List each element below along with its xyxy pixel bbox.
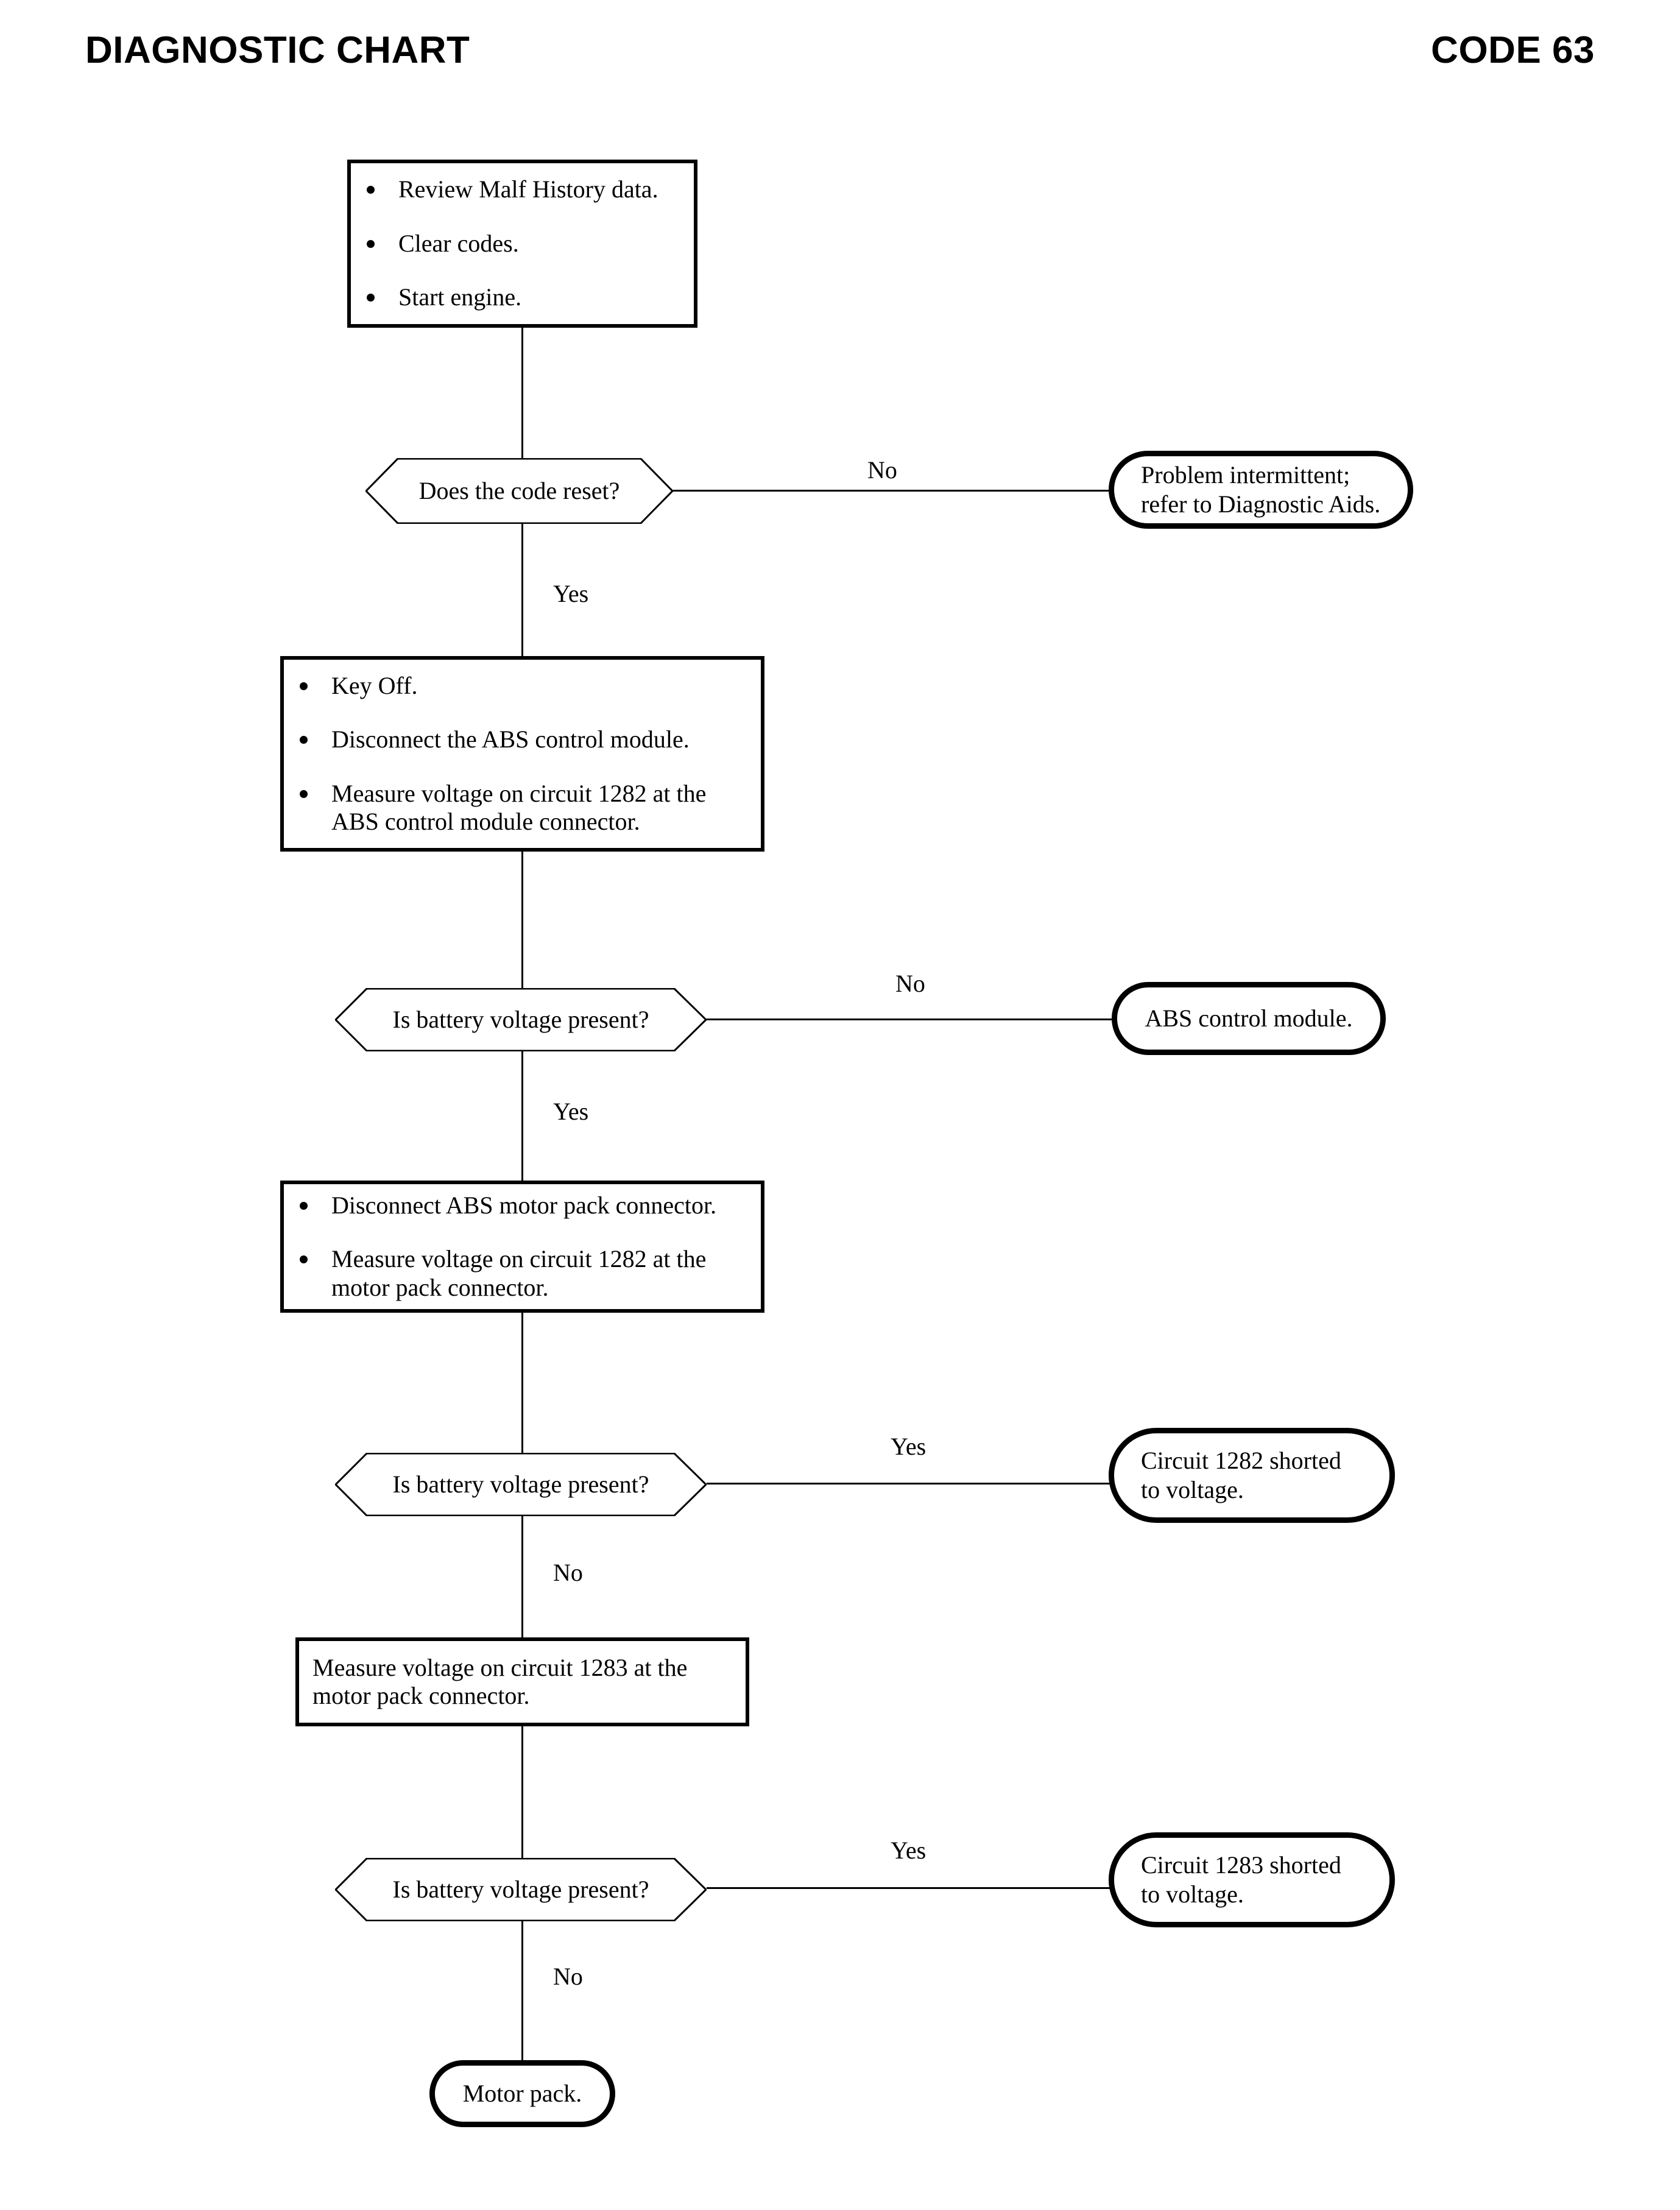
connector-step4-dec4 — [521, 1726, 523, 1858]
decision-label: Is battery voltage present? — [392, 1470, 649, 1498]
process-box-step4: Measure voltage on circuit 1283 at the m… — [295, 1637, 749, 1726]
branch-label-no-3: No — [553, 1559, 583, 1586]
branch-label-yes-2: Yes — [553, 1098, 589, 1125]
step2-list: Key Off. Disconnect the ABS control modu… — [284, 672, 761, 836]
branch-label-no-2: No — [895, 970, 925, 997]
branch-label-no-1: No — [867, 456, 897, 484]
step4-line-1: Measure voltage on circuit 1283 at the — [312, 1653, 688, 1681]
bullet-icon — [300, 789, 308, 798]
hexagon-shape — [335, 1453, 707, 1516]
decision-label: Does the code reset? — [418, 477, 620, 504]
terminator-circuit-1283-shorted: Circuit 1283 shorted to voltage. — [1109, 1832, 1395, 1927]
list-item: Start engine. — [351, 283, 694, 311]
decision-battery-voltage-2: Is battery voltage present? — [335, 1453, 707, 1516]
bullet-icon — [367, 294, 375, 302]
step3-item-2-line-2: motor pack connector. — [331, 1273, 549, 1301]
decision-battery-voltage-3: Is battery voltage present? — [335, 1858, 707, 1921]
terminator-text: Motor pack. — [463, 2079, 582, 2108]
terminator2-line-1: ABS control module. — [1145, 1004, 1353, 1032]
hexagon-shape — [335, 988, 707, 1051]
step2-item-3-line-1: Measure voltage on circuit 1282 at the — [331, 779, 707, 807]
list-item: Measure voltage on circuit 1282 at the m… — [284, 1245, 761, 1302]
bullet-icon — [300, 736, 308, 744]
bullet-icon — [367, 186, 375, 194]
terminator-problem-intermittent: Problem intermittent; refer to Diagnosti… — [1109, 451, 1413, 529]
process-box-step2: Key Off. Disconnect the ABS control modu… — [280, 656, 764, 852]
branch-label-yes-4: Yes — [891, 1837, 926, 1864]
connector-dec4-term4 — [707, 1887, 1112, 1889]
hexagon-shape — [365, 458, 673, 524]
step1-list: Review Malf History data. Clear codes. S… — [351, 175, 694, 311]
process-box-step1: Review Malf History data. Clear codes. S… — [347, 160, 697, 328]
list-item: Measure voltage on circuit 1282 at the A… — [284, 780, 761, 836]
step1-item-2: Clear codes. — [398, 229, 519, 257]
process-box-step3: Disconnect ABS motor pack connector. Mea… — [280, 1181, 764, 1313]
page-title: DIAGNOSTIC CHART — [85, 29, 470, 71]
decision-does-code-reset: Does the code reset? — [365, 458, 673, 524]
list-item: Review Malf History data. — [351, 175, 694, 203]
terminator5-line-1: Motor pack. — [462, 2080, 582, 2107]
terminator-motor-pack: Motor pack. — [429, 2060, 615, 2127]
step4-text: Measure voltage on circuit 1283 at the m… — [299, 1654, 746, 1710]
hexagon-shape — [335, 1858, 707, 1921]
connector-dec1-term1 — [673, 490, 1110, 492]
step2-item-2: Disconnect the ABS control module. — [331, 725, 690, 754]
connector-dec2-term2 — [707, 1019, 1112, 1020]
decision-battery-voltage-1: Is battery voltage present? — [335, 988, 707, 1051]
connector-dec2-step3 — [521, 1051, 523, 1181]
list-item: Clear codes. — [351, 230, 694, 258]
terminator-text: Circuit 1282 shorted to voltage. — [1114, 1446, 1360, 1505]
connector-dec4-term5 — [521, 1920, 523, 2060]
step3-item-2-line-1: Measure voltage on circuit 1282 at the — [331, 1245, 707, 1273]
terminator1-line-2: refer to Diagnostic Aids. — [1141, 490, 1381, 518]
step4-line-2: motor pack connector. — [312, 1682, 530, 1709]
terminator-text: Problem intermittent; refer to Diagnosti… — [1114, 461, 1399, 519]
connector-step1-dec1 — [521, 328, 523, 459]
branch-label-yes-3: Yes — [891, 1433, 926, 1460]
terminator3-line-1: Circuit 1282 shorted — [1141, 1447, 1341, 1474]
terminator3-line-2: to voltage. — [1141, 1476, 1244, 1503]
connector-step2-dec2 — [521, 852, 523, 988]
step1-item-1: Review Malf History data. — [398, 175, 658, 203]
terminator1-line-1: Problem intermittent; — [1141, 461, 1350, 489]
bullet-icon — [300, 1255, 308, 1264]
bullet-icon — [300, 1201, 308, 1210]
terminator4-line-2: to voltage. — [1141, 1880, 1244, 1908]
list-item: Disconnect the ABS control module. — [284, 725, 761, 754]
connector-dec1-step2 — [521, 523, 523, 657]
bullet-icon — [367, 239, 375, 248]
terminator-text: ABS control module. — [1145, 1004, 1352, 1033]
step1-item-3: Start engine. — [398, 283, 522, 311]
connector-step3-dec3 — [521, 1313, 523, 1453]
list-item: Disconnect ABS motor pack connector. — [284, 1191, 761, 1220]
step2-item-3-line-2: ABS control module connector. — [331, 807, 640, 835]
code-label: CODE 63 — [1431, 29, 1595, 71]
step3-item-1: Disconnect ABS motor pack connector. — [331, 1191, 717, 1219]
terminator-abs-control-module: ABS control module. — [1112, 982, 1386, 1055]
step3-list: Disconnect ABS motor pack connector. Mea… — [284, 1191, 761, 1302]
branch-label-yes-1: Yes — [553, 580, 589, 607]
connector-dec3-step4 — [521, 1516, 523, 1637]
step2-item-1: Key Off. — [331, 671, 418, 699]
branch-label-no-4: No — [553, 1963, 583, 1990]
decision-label: Is battery voltage present? — [392, 1006, 649, 1033]
list-item: Key Off. — [284, 672, 761, 700]
bullet-icon — [300, 682, 308, 690]
connector-dec3-term3 — [707, 1483, 1112, 1485]
terminator4-line-1: Circuit 1283 shorted — [1141, 1851, 1341, 1879]
terminator-text: Circuit 1283 shorted to voltage. — [1114, 1851, 1360, 1909]
terminator-circuit-1282-shorted: Circuit 1282 shorted to voltage. — [1109, 1428, 1395, 1523]
decision-label: Is battery voltage present? — [392, 1876, 649, 1903]
